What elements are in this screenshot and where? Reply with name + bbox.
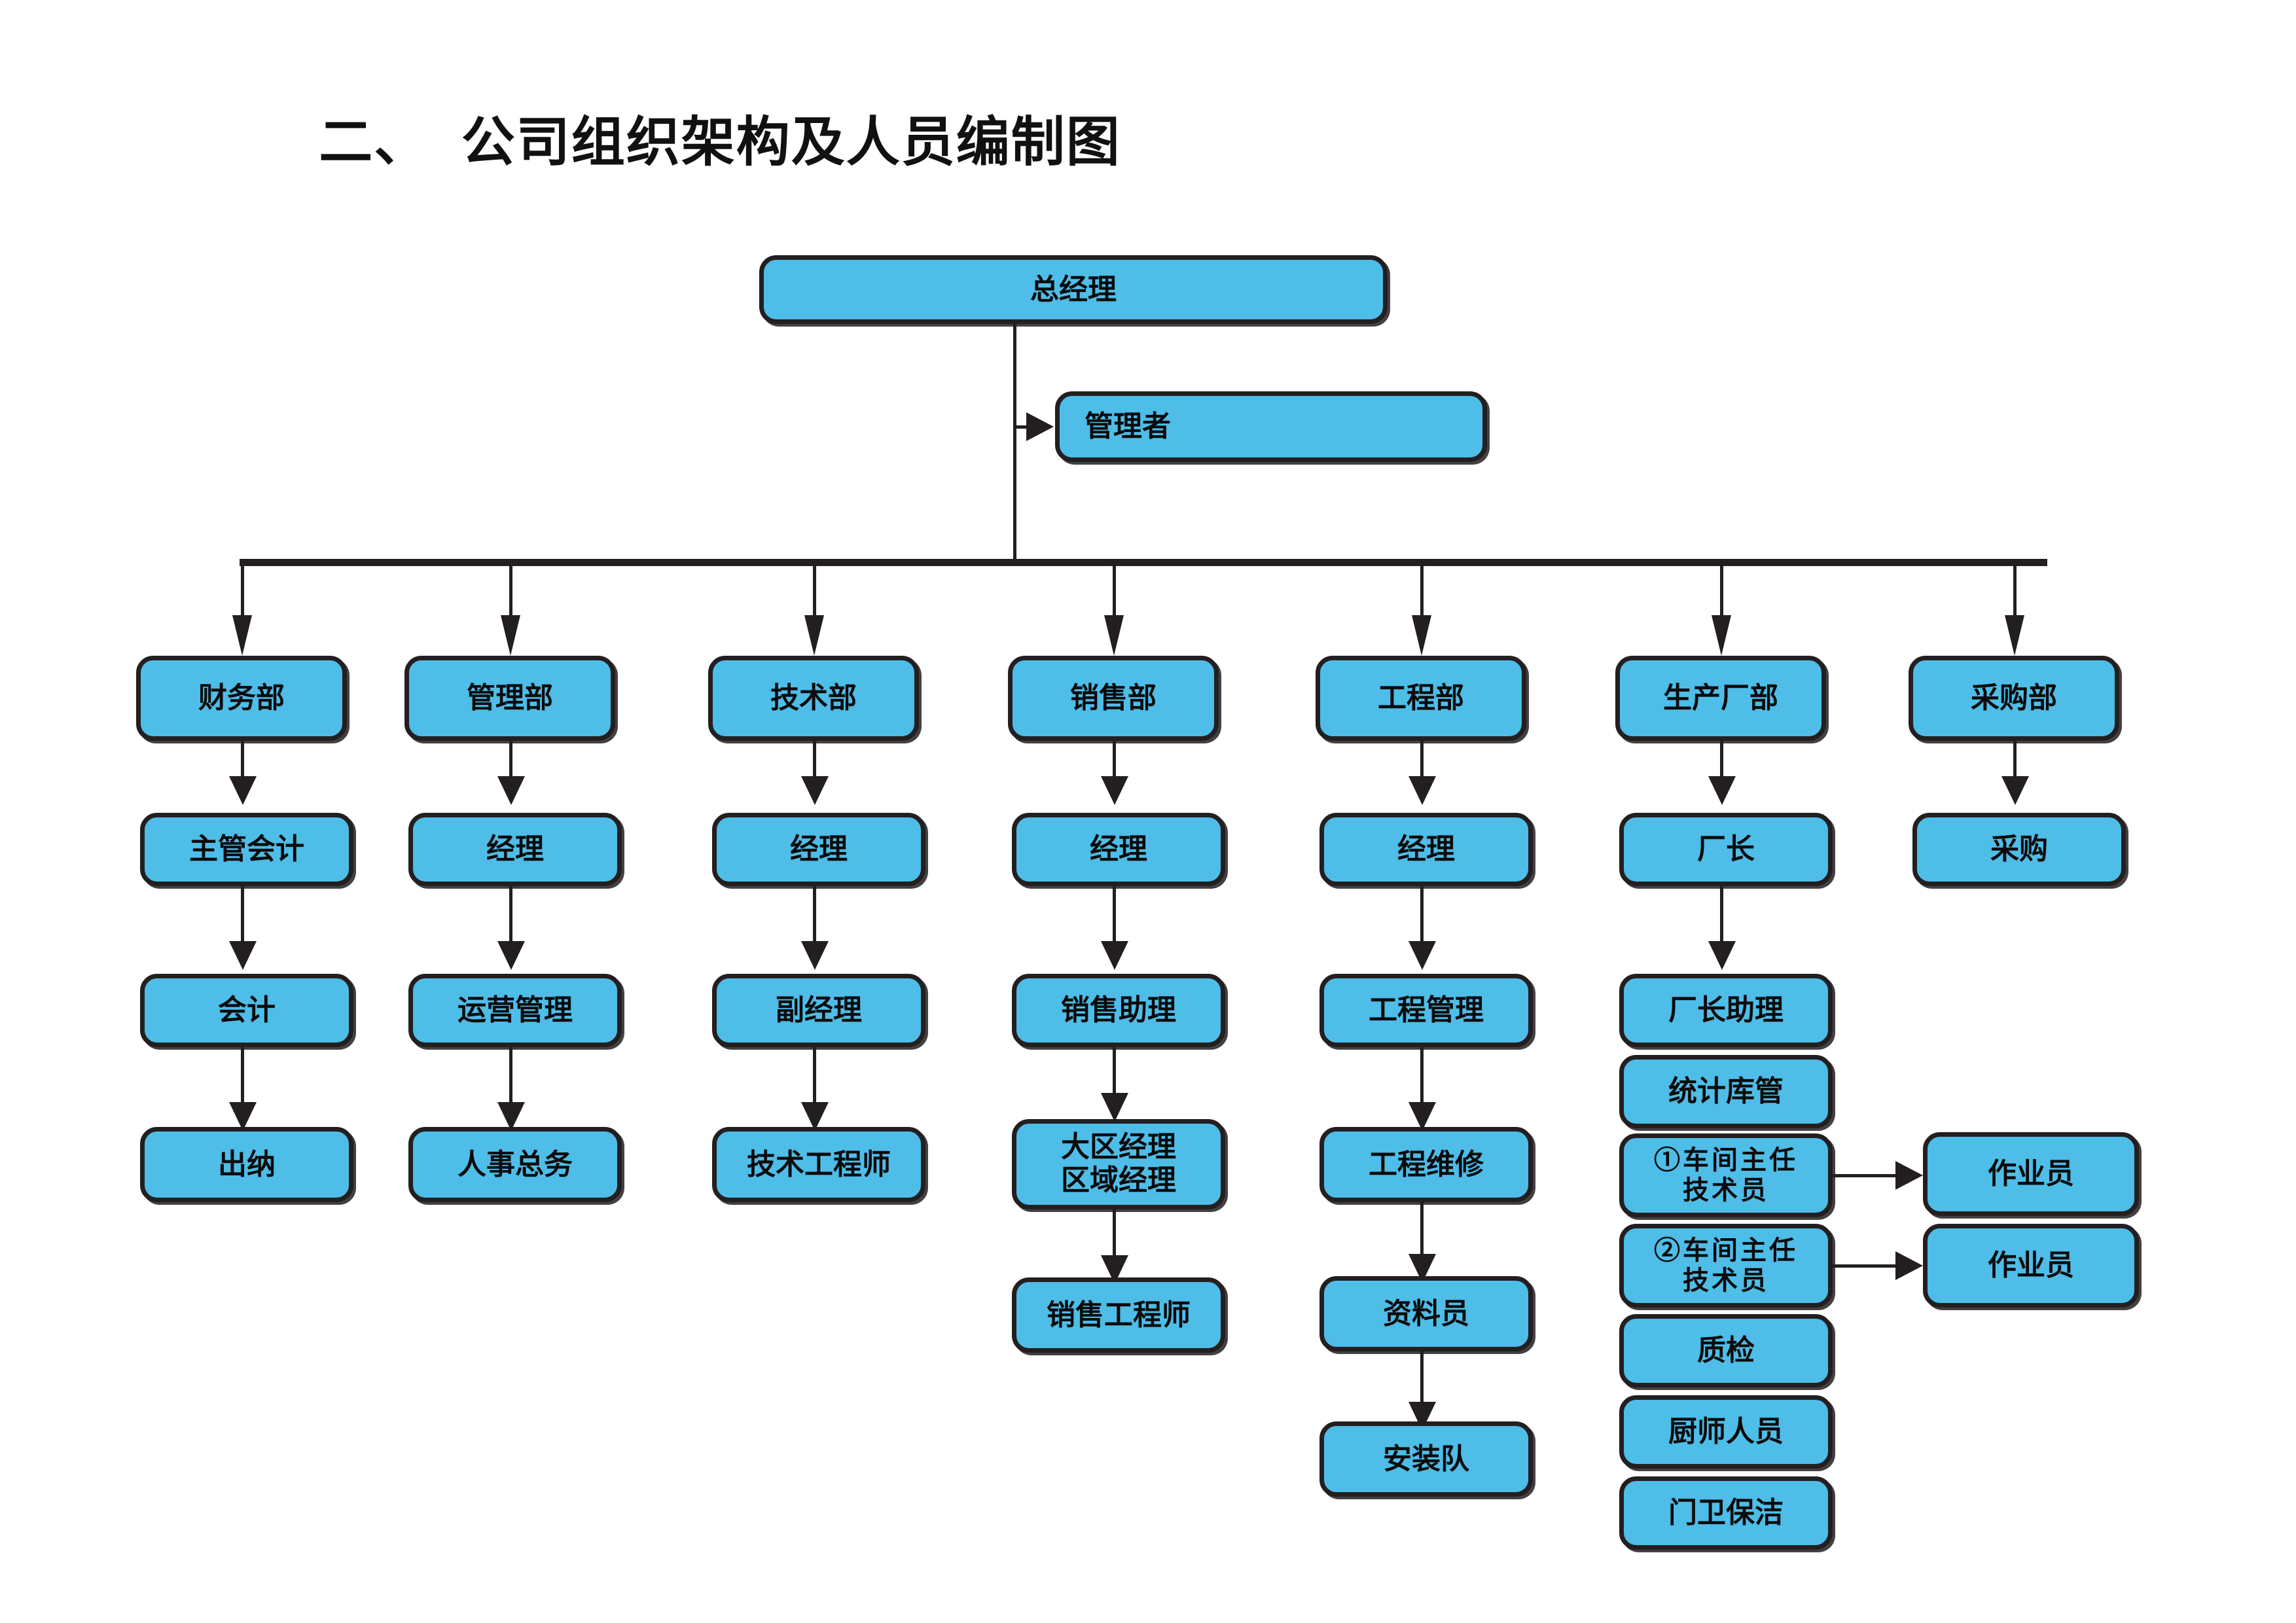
arrowhead-fin [232,615,252,656]
node-admin-manager[interactable]: 经理 [408,813,622,886]
node-workshop-director-2[interactable]: ②车间主任 技术员 [1619,1224,1833,1308]
arrowhead-tech-2 [801,941,829,970]
connector-adm-2 [509,886,512,952]
connector-drop-fin [241,562,244,620]
arrowhead-worker-1 [1895,1161,1923,1190]
connector-fin-2 [241,886,244,952]
node-security-cleaning[interactable]: 门卫保洁 [1619,1476,1833,1550]
node-chief-accountant[interactable]: 主管会计 [140,813,353,886]
arrowhead-sales-3 [1101,1093,1128,1122]
node-department-sales[interactable]: 销售部 [1008,656,1219,741]
arrowhead-adm-1 [497,776,525,805]
connector-adm-3 [509,1047,512,1113]
node-department-finance[interactable]: 财务部 [136,656,347,741]
arrowhead-purch [2005,615,2024,656]
page-title: 二、 公司组织架构及人员编制图 [319,113,1121,172]
arrowhead-sales [1104,615,1124,656]
node-department-admin[interactable]: 管理部 [404,656,615,741]
node-sales-engineer[interactable]: 销售工程师 [1012,1277,1225,1353]
connector-drop-purch [2013,562,2017,620]
node-operations-management[interactable]: 运营管理 [408,974,622,1047]
connector-department-bus [240,559,2047,566]
node-cashier[interactable]: 出纳 [140,1127,353,1202]
node-document-clerk[interactable]: 资料员 [1319,1276,1533,1351]
node-department-production[interactable]: 生产厂部 [1615,656,1826,741]
node-deputy-manager[interactable]: 副经理 [712,974,925,1047]
arrowhead-manager [1026,412,1054,441]
connector-workshop2-to-worker [1833,1264,1911,1268]
node-department-technology[interactable]: 技术部 [708,656,919,741]
node-sales-assistant[interactable]: 销售助理 [1012,974,1225,1047]
arrowhead-adm-2 [497,941,525,970]
arrowhead-prod-2 [1708,941,1736,970]
arrowhead-tech [804,615,824,656]
arrowhead-adm [501,615,520,656]
node-manager[interactable]: 管理者 [1055,391,1487,462]
connector-eng-2 [1420,886,1424,952]
connector-drop-prod [1720,562,1723,620]
arrowhead-tech-1 [801,776,829,805]
arrowhead-sales-2 [1101,941,1128,970]
node-general-manager[interactable]: 总经理 [759,255,1388,324]
connector-sales-2 [1113,886,1116,952]
connector-workshop1-to-worker [1833,1174,1911,1177]
arrowhead-adm-3 [497,1102,525,1131]
connector-prod-2 [1720,886,1723,952]
connector-drop-adm [509,562,512,620]
node-statistics-warehouse[interactable]: 统计库管 [1619,1055,1833,1128]
connector-tech-1 [813,741,816,787]
connector-fin-1 [241,741,244,787]
connector-eng-3 [1420,1047,1424,1113]
connector-sales-1 [1113,741,1116,787]
connector-gm-trunk [1013,324,1016,563]
node-hr-general-affairs[interactable]: 人事总务 [408,1127,622,1202]
node-tech-manager[interactable]: 经理 [712,813,925,886]
node-installation-team[interactable]: 安装队 [1319,1421,1533,1497]
connector-fin-3 [241,1047,244,1113]
connector-sales-3 [1113,1047,1116,1113]
connector-drop-eng [1420,562,1424,620]
arrowhead-purch-1 [2001,776,2029,805]
connector-purch-1 [2013,741,2017,787]
arrowhead-eng-2 [1408,941,1436,970]
connector-drop-sales [1113,562,1116,620]
node-department-engineering[interactable]: 工程部 [1316,656,1526,741]
node-regional-manager[interactable]: 大区经理 区域经理 [1012,1119,1225,1209]
connector-eng-5 [1420,1351,1424,1417]
arrowhead-eng [1412,615,1431,656]
node-engineering-maintenance[interactable]: 工程维修 [1319,1127,1533,1202]
connector-sales-4 [1113,1209,1116,1272]
arrowhead-fin-3 [229,1102,257,1131]
arrowhead-worker-2 [1895,1251,1923,1280]
connector-drop-tech [813,562,816,620]
arrowhead-fin-1 [229,776,257,805]
node-factory-director-assistant[interactable]: 厂长助理 [1619,974,1833,1047]
node-operator-2[interactable]: 作业员 [1923,1224,2139,1308]
connector-eng-4 [1420,1202,1424,1268]
node-sales-manager[interactable]: 经理 [1012,813,1225,886]
connector-tech-3 [813,1047,816,1113]
node-department-purchasing[interactable]: 采购部 [1909,656,2119,741]
node-accountant[interactable]: 会计 [140,974,353,1047]
arrowhead-fin-2 [229,941,257,970]
arrowhead-eng-1 [1408,776,1436,805]
connector-eng-1 [1420,741,1424,787]
arrowhead-tech-3 [801,1102,829,1131]
node-factory-director[interactable]: 厂长 [1619,813,1833,886]
node-workshop-director-1[interactable]: ①车间主任 技术员 [1619,1133,1833,1217]
node-engineering-management[interactable]: 工程管理 [1319,974,1533,1047]
arrowhead-prod-1 [1708,776,1736,805]
connector-tech-2 [813,886,816,952]
node-kitchen-staff[interactable]: 厨师人员 [1619,1395,1833,1469]
arrowhead-sales-1 [1101,776,1128,805]
node-quality-inspection[interactable]: 质检 [1619,1314,1833,1387]
node-operator-1[interactable]: 作业员 [1923,1132,2139,1216]
arrowhead-eng-3 [1408,1102,1436,1131]
node-technical-engineer[interactable]: 技术工程师 [712,1127,925,1202]
connector-adm-1 [509,741,512,787]
arrowhead-prod [1712,615,1731,656]
connector-prod-1 [1720,741,1723,787]
node-eng-manager[interactable]: 经理 [1319,813,1533,886]
node-purchasing-staff[interactable]: 采购 [1912,813,2126,886]
